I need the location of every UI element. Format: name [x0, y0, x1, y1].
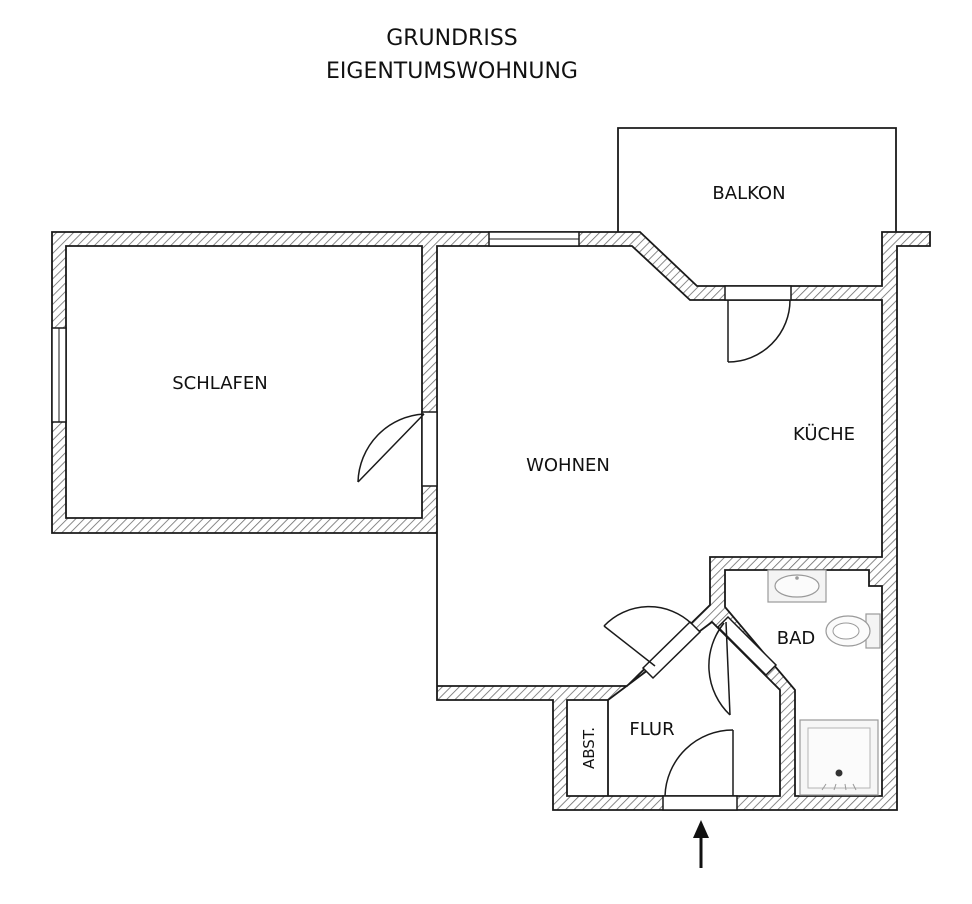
room-label-storage: ABST.: [580, 727, 598, 769]
arrow-up-icon: [693, 820, 709, 868]
balcony-outline: [617, 127, 897, 232]
room-label-living: WOHNEN: [526, 455, 610, 476]
door-frame-entrance: [662, 795, 738, 811]
window-top-living: [488, 231, 580, 247]
door-swing-icon: [664, 729, 734, 797]
door-frame-balcony: [724, 285, 792, 301]
room-label-balcony: BALKON: [712, 183, 785, 204]
exterior-walls: [51, 231, 931, 811]
door-swing-icon: [357, 413, 425, 483]
sink-icon: [767, 569, 827, 603]
door-swing-icon: [603, 605, 693, 667]
room-label-hall: FLUR: [629, 719, 674, 740]
room-label-kitchen: KÜCHE: [793, 423, 855, 445]
door-frame-living: [641, 620, 702, 680]
toilet-icon: [825, 613, 881, 649]
door-frame-bath: [716, 615, 778, 677]
window-left-bedroom: [51, 327, 67, 423]
door-frame-bedroom: [421, 411, 438, 487]
door-swing-icon: [708, 621, 731, 716]
shower-tray-icon: [799, 719, 879, 796]
title-line-1: GRUNDRISS: [386, 26, 518, 51]
room-label-bedroom: SCHLAFEN: [172, 373, 267, 394]
title-line-2: EIGENTUMSWOHNUNG: [326, 59, 578, 84]
room-label-bath: BAD: [777, 628, 816, 649]
door-swing-icon: [727, 299, 791, 363]
